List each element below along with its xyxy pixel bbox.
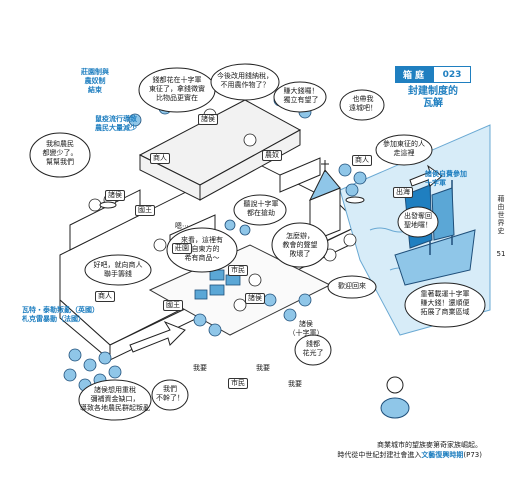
label-lords3: 諸侯 bbox=[245, 293, 265, 304]
manor-platform bbox=[138, 99, 302, 201]
label-manor: 莊園 bbox=[172, 243, 192, 254]
caption: 商業城市的望族麥第奇家族崛起。 時代從中世紀封建社會進入文藝復興時期(P73) bbox=[332, 440, 482, 460]
arrows bbox=[129, 164, 443, 353]
caption-line2-prefix: 時代從中世紀封建社會進入 bbox=[337, 451, 422, 459]
speech-bubbles bbox=[29, 63, 486, 421]
label-king2: 國王 bbox=[163, 300, 183, 311]
caption-line2: 時代從中世紀封建社會進入文藝復興時期(P73) bbox=[332, 450, 482, 460]
bubble-heard-crusade: 聽說十字軍 都在搶劫 bbox=[243, 200, 279, 217]
caption-renaissance-link[interactable]: 文藝復興時期 bbox=[421, 451, 464, 459]
bubble-tax-pay: 今後改用錢納稅， 不用農作物了？ bbox=[217, 72, 273, 89]
bubble-money-crusade: 錢都花在十字軍 東征了，拿錢徵實 比物品更實在 bbox=[149, 76, 205, 102]
bubble-lend-money: 好吧，就向商人 聯手籌錢 bbox=[93, 261, 143, 278]
annotation-plague: 鼠疫流行導致 農民大量減少 bbox=[95, 115, 137, 132]
bubble-no-money: 錢都 花光了 bbox=[302, 340, 324, 357]
chapter-label: 箱庭 bbox=[396, 67, 434, 82]
label-merchant: 商人 bbox=[352, 155, 372, 166]
bubble-want-too: 也帶我 遠城吧！ bbox=[349, 95, 377, 112]
label-out-sea: 出海 bbox=[393, 187, 413, 198]
towers bbox=[99, 196, 365, 209]
label-citizen2: 市民 bbox=[228, 378, 248, 389]
bubble-cant-do: 我們 不幹了！ bbox=[156, 385, 184, 402]
chapter-header: 箱庭 023 封建制度的 瓦解 bbox=[395, 66, 471, 110]
label-merchant3: 商人 bbox=[150, 153, 170, 164]
bubble-heavy-tax: 諸侯想用重稅 彌補資金缺口， 導致各地農民群起叛亂 bbox=[80, 386, 150, 412]
page-number: 51 bbox=[496, 250, 506, 258]
label-want3: 我要 bbox=[288, 380, 302, 388]
label-want: 我要 bbox=[193, 364, 207, 372]
label-lords: 諸侯 bbox=[198, 114, 218, 125]
bubble-welcome-back: 歡迎回來 bbox=[338, 282, 366, 290]
bubble-east-goods: 來看，這裡有 來自東方的 希有商品～ bbox=[181, 236, 223, 262]
bubble-trade-area: 靠著載運十字軍 賺大錢！還順便 拓展了商業區域 bbox=[420, 290, 470, 316]
label-lords2: 諸侯 bbox=[105, 190, 125, 201]
caption-page-ref: (P73) bbox=[463, 451, 482, 459]
bubble-farmers-less: 我和農民 都變少了。 幫幫我們 bbox=[42, 140, 78, 166]
caption-line1: 商業城市的望族麥第奇家族崛起。 bbox=[377, 441, 482, 449]
label-serf: 農奴 bbox=[262, 150, 282, 161]
medici-figure bbox=[380, 376, 410, 419]
chapter-label-row: 箱庭 023 bbox=[395, 66, 471, 83]
label-citizen: 市民 bbox=[228, 265, 248, 276]
bubble-church: 怎麼辦， 教會的聲望 敗壞了 bbox=[282, 232, 318, 258]
chapter-number: 023 bbox=[442, 69, 462, 80]
label-want2: 我要 bbox=[256, 364, 270, 372]
bubble-make-money: 賺大錢囉！ 獨立有望了 bbox=[283, 87, 319, 104]
label-huh: 嗯⋯ bbox=[175, 222, 189, 230]
bubble-join-crusade: 參加東征的人 走這裡 bbox=[383, 140, 425, 157]
annotation-manor-collapse: 莊園制與 農奴制 結束 bbox=[81, 68, 109, 94]
label-lords-crusade: 諸侯 （十字軍） bbox=[288, 320, 324, 337]
bubble-recapture: 出發奪回 聖地囉！ bbox=[404, 212, 432, 229]
label-merchant2: 商人 bbox=[95, 291, 115, 302]
label-king: 國王 bbox=[135, 205, 155, 216]
chapter-title: 封建制度的 瓦解 bbox=[408, 86, 458, 109]
annotation-wartyler: 瓦特・泰勒叛亂（英國） 札克雷暴動（法國） bbox=[22, 306, 99, 323]
sidebar-vertical-title: 藉由世界史 bbox=[497, 195, 505, 235]
annotation-crusade: 諸侯自費參加 十字軍 bbox=[425, 170, 467, 187]
